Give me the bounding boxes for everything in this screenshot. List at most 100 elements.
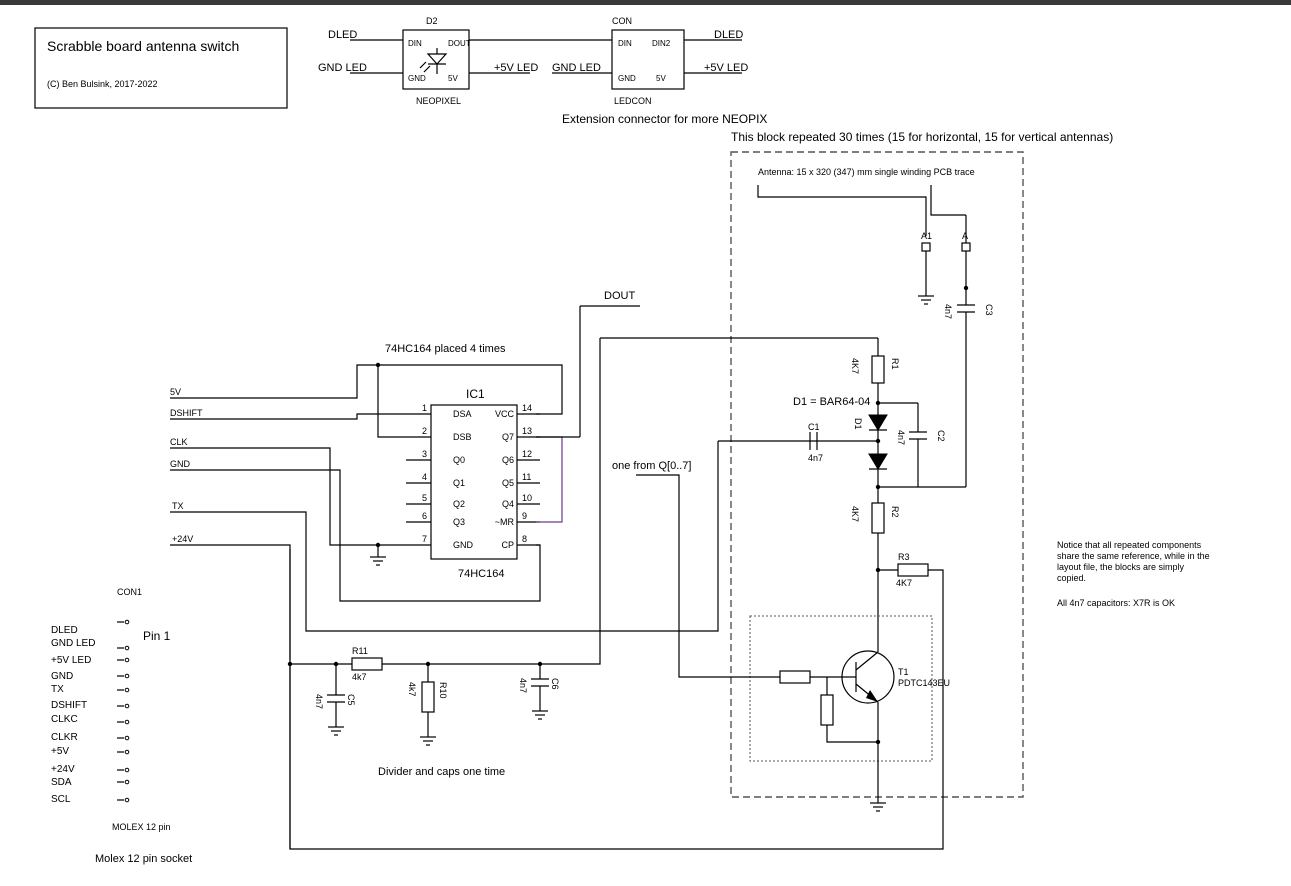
ic-pin-name: Q0 — [453, 455, 465, 465]
con1-pin-label: CLKC — [51, 714, 78, 725]
ic-pin-name: CP — [501, 540, 514, 550]
input-label: one from Q[0..7] — [612, 460, 691, 472]
resistor-r1 — [871, 355, 885, 384]
con1-pin-label: GND LED — [51, 638, 95, 649]
r11-value: 4k7 — [352, 672, 367, 682]
con1-pin-label: SDA — [51, 777, 72, 788]
resistor-r10 — [421, 681, 435, 713]
ledcon-net-dled: DLED — [714, 29, 743, 41]
note-line-2: share the same reference, while in the — [1057, 551, 1210, 561]
ic-pin-number: 8 — [522, 534, 527, 544]
wire-dshift — [170, 413, 406, 420]
r10-value: 4k7 — [407, 682, 417, 697]
repeat-block-frame — [730, 151, 1024, 798]
con1-pin1-label: Pin 1 — [143, 629, 171, 643]
neopixel-pin-5v: 5V — [448, 74, 458, 83]
neopixel-value: NEOPIXEL — [416, 96, 461, 106]
ic-pins: 1DSA2DSB3Q04Q15Q26Q37GND14VCC13Q712Q611Q… — [406, 403, 540, 550]
ic-pin-number: 2 — [422, 426, 427, 436]
c1-ref: C1 — [808, 422, 820, 432]
con1-value: MOLEX 12 pin — [112, 822, 171, 832]
ic-pin-number: 12 — [522, 449, 532, 459]
pad-a1 — [921, 242, 931, 252]
wire-24v-loop — [289, 549, 944, 850]
ground-icon — [420, 736, 436, 746]
ic-pin-number: 11 — [522, 472, 531, 482]
con1-pin-mark — [124, 657, 130, 663]
net-label-5v-led: +5V LED — [494, 62, 538, 74]
ic-pin-name: GND — [453, 540, 474, 550]
ic-pin-number: 13 — [522, 426, 532, 436]
ic-pin-name: Q1 — [453, 478, 465, 488]
ic-pin-name: Q2 — [453, 499, 465, 509]
c2-value: 4n7 — [896, 430, 906, 445]
con1-pin-label: SCL — [51, 794, 71, 805]
ic-pin-number: 5 — [422, 493, 427, 503]
diode-note: D1 = BAR64-04 — [793, 396, 870, 408]
net-dshift: DSHIFT — [170, 408, 203, 418]
net-clk: CLK — [170, 437, 188, 447]
window-top-bar — [0, 0, 1291, 5]
c5-value: 4n7 — [314, 694, 324, 709]
con1-pin-mark — [124, 645, 130, 651]
net-5v: 5V — [170, 387, 181, 397]
note-line-5: All 4n7 capacitors: X7R is OK — [1057, 598, 1175, 608]
led-icon — [419, 48, 448, 74]
ic-pin-number: 6 — [422, 511, 427, 521]
wire-tx — [170, 441, 719, 632]
title-block: Scrabble board antenna switch (C) Ben Bu… — [34, 27, 288, 109]
repeat-block: This block repeated 30 times (15 for hor… — [289, 130, 1113, 850]
r3-value: 4K7 — [896, 578, 912, 588]
pad-a1-label: A1 — [921, 231, 932, 241]
c2-ref: C2 — [936, 430, 946, 442]
junction-dot — [963, 285, 969, 291]
c3-value: 4n7 — [943, 304, 953, 319]
con1-pin-label: DSHIFT — [51, 700, 87, 711]
c3-ref: C3 — [984, 304, 994, 316]
ic-pin-number: 1 — [422, 403, 427, 413]
ic-pin-number: 3 — [422, 449, 427, 459]
con1-pin-label: CLKR — [51, 732, 78, 743]
ledcon-pin-5v: 5V — [656, 74, 666, 83]
con1-pin-mark — [124, 719, 130, 725]
ic-pin-number: 9 — [522, 511, 527, 521]
transistor-outline — [749, 615, 933, 762]
wire-24v — [170, 544, 291, 660]
divider-caption: Divider and caps one time — [378, 766, 505, 778]
neopixel-d2: D2 DIN DOUT GND 5V NEOPIXEL DLED GND LED… — [318, 16, 538, 106]
con1-pin-label: GND — [51, 671, 73, 682]
ic-pin-number: 4 — [422, 472, 427, 482]
t1-ref: T1 — [898, 667, 909, 677]
ic-pin-number: 10 — [522, 493, 532, 503]
wire-q-input — [636, 474, 780, 678]
antenna-caption: Antenna: 15 x 320 (347) mm single windin… — [758, 167, 975, 177]
ledcon-body — [611, 29, 685, 90]
pad-a-label: A — [962, 231, 968, 241]
net-24v: +24V — [172, 534, 193, 544]
capacitor-c2 — [909, 431, 927, 440]
con1-pin-label: +5V LED — [51, 655, 91, 666]
neopixel-pin-gnd: GND — [408, 74, 426, 83]
ic-pin-name: Q7 — [502, 432, 514, 442]
ground-icon — [870, 802, 886, 812]
resistor-r3 — [897, 563, 929, 577]
wire-gnd — [170, 469, 541, 602]
con1-pin-mark — [124, 779, 130, 785]
wire-clk — [170, 447, 406, 546]
ground-icon — [328, 726, 344, 736]
ic-body — [430, 404, 518, 560]
resistor-r2 — [871, 502, 885, 534]
title-block-frame — [34, 27, 288, 109]
ic-pin-name: Q6 — [502, 455, 514, 465]
net-label-gnd-led: GND LED — [318, 62, 367, 74]
con1-pin-mark — [124, 673, 130, 679]
bus-net-labels: 5V DSHIFT CLK GND TX +24V — [170, 387, 203, 544]
con1-pin-label: +5V — [51, 746, 69, 757]
schematic-copyright: (C) Ben Bulsink, 2017-2022 — [47, 79, 158, 89]
ledcon-pin-din2: DIN2 — [652, 39, 671, 48]
net-tx: TX — [172, 501, 184, 511]
con1-pin-mark — [124, 703, 130, 709]
r3-ref: R3 — [898, 552, 910, 562]
r11-ref: R11 — [352, 646, 368, 656]
c1-value: 4n7 — [808, 453, 823, 463]
